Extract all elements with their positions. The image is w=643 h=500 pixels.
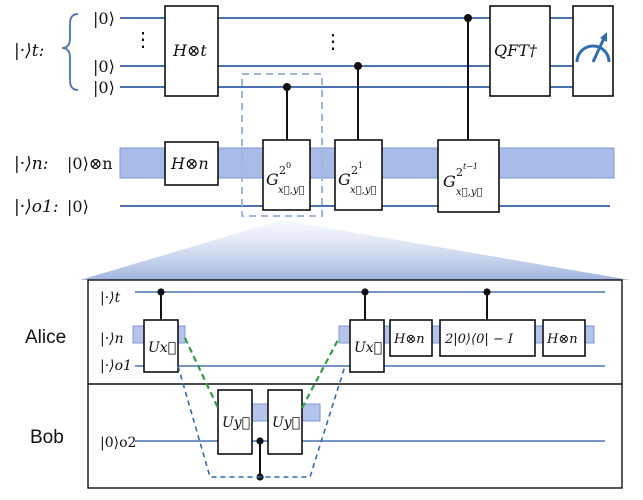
gate-uy-right-label: Uy⃗: [272, 415, 300, 431]
gate-g-2-1: [334, 139, 383, 211]
gate-g-2-t-1: [437, 139, 500, 213]
control-dot-g1: [354, 62, 362, 70]
exp-wire-o2-label: |0⟩o2: [100, 435, 136, 451]
n-register-label: |·⟩n:: [14, 154, 48, 174]
gate-ux-right: [349, 319, 385, 373]
zoom-projection: [80, 220, 630, 280]
gate-g-2-t-1-sup: 2: [456, 166, 463, 179]
gate-g-2-1-supsup: 1: [358, 161, 363, 170]
gate-ux-left-label: Ux⃗: [148, 340, 176, 356]
gate-g-2-0-supsup: 0: [286, 161, 291, 170]
gate-h-n-exp-2-label: H⊗n: [546, 332, 578, 347]
t-dots-mid: ⋮: [323, 29, 343, 53]
exp-wire-o1-label: |·⟩o1: [100, 358, 132, 374]
exp-wire-t-label: |·⟩t: [100, 290, 121, 306]
gate-g-2-0-sub: x⃗,y⃗: [278, 185, 304, 196]
exp-control-dot-2: [361, 288, 369, 296]
gate-uy-left: [217, 389, 253, 455]
gate-h-t: [164, 5, 219, 97]
gate-h-n: [164, 141, 219, 186]
o1-register-label: |·⟩o1:: [14, 197, 59, 217]
gate-reflection: [439, 319, 536, 357]
zoom-selection-box: [241, 73, 323, 217]
gate-ux-left: [143, 319, 179, 373]
gate-h-n-label: H⊗n: [170, 154, 209, 173]
gate-g-2-0-sup: 2: [279, 164, 286, 177]
gate-g-2-t-1-sub: x⃗,y⃗: [456, 187, 482, 198]
gate-g-2-1-sub: x⃗,y⃗: [350, 185, 376, 196]
n-register-init: |0⟩⊗n: [67, 154, 113, 173]
gate-uy-left-label: Uy⃗: [222, 415, 250, 431]
green-dashed-to-alice: [301, 337, 340, 409]
gate-qft-label: QFT†: [494, 41, 538, 60]
gate-g-2-t-1-supsup: t−1: [463, 162, 478, 171]
control-dot-g0: [283, 83, 291, 91]
gate-qft-dagger: [489, 5, 551, 97]
exp-control-dot-3: [483, 288, 491, 296]
t-wire-2-init: |0⟩: [93, 57, 115, 76]
exp-control-dot-1: [157, 288, 165, 296]
control-dot-gt: [464, 14, 472, 22]
bob-control-dot-top: [256, 437, 264, 445]
gate-uy-right: [267, 389, 303, 455]
gate-ux-right-label: Ux⃗: [354, 340, 382, 356]
t-wire-3-init: |0⟩: [93, 78, 115, 97]
alice-label: Alice: [25, 327, 66, 348]
t-dots-left: ⋮: [133, 27, 153, 51]
gate-h-t-label: H⊗t: [172, 41, 207, 60]
gate-g-2-t-1-base: G: [443, 172, 456, 191]
gate-h-n-exp-2: [542, 319, 586, 357]
bob-label: Bob: [30, 427, 64, 448]
green-dashed-to-bob: [184, 337, 219, 409]
gate-g-2-0: [262, 139, 311, 211]
gate-h-n-exp-1-label: H⊗n: [393, 332, 425, 347]
o1-register-init: |0⟩: [67, 197, 89, 216]
t-register-brace: [61, 13, 79, 91]
measurement-box: [572, 5, 614, 97]
blue-dashed-path: [177, 365, 346, 478]
gate-g-2-0-base: G: [266, 170, 279, 189]
gate-reflection-label: 2|0⟩⟨0| − I: [444, 332, 514, 347]
gate-g-2-1-sup: 2: [351, 164, 358, 177]
gate-g-2-1-base: G: [338, 170, 351, 189]
exp-wire-n-label: |·⟩n: [100, 331, 124, 347]
t-wire-1-init: |0⟩: [93, 9, 115, 28]
t-register-label: |·⟩t:: [14, 41, 44, 61]
gate-h-n-exp-1: [389, 319, 433, 357]
measurement-meter-icon: [575, 32, 611, 63]
